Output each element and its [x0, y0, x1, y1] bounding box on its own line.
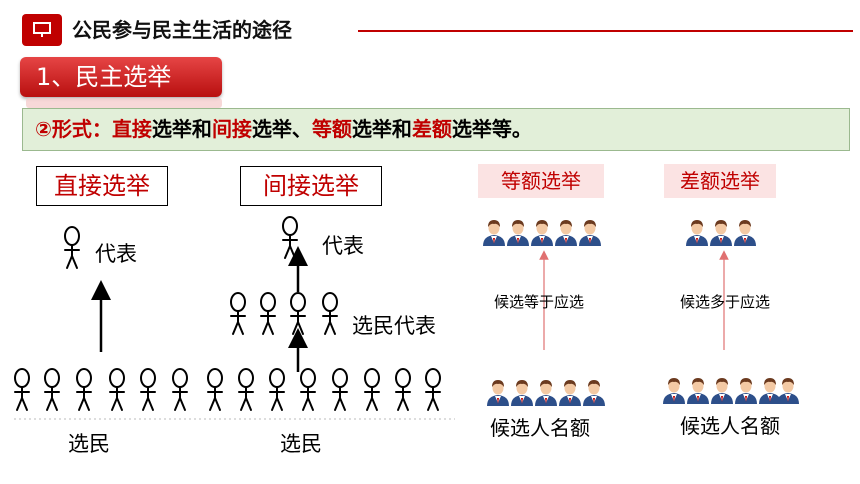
indirect-voters-label: 选民	[280, 432, 322, 456]
indirect-voters-row	[207, 368, 441, 411]
voter-representatives-row	[230, 292, 338, 335]
indirect-election-title: 间接选举	[240, 166, 382, 206]
indirect-representative-label: 代表	[322, 234, 364, 258]
page-title: 公民参与民主生活的途径	[72, 18, 292, 42]
candidates-diff	[663, 378, 799, 404]
direct-voters-label: 选民	[68, 432, 110, 456]
diff-election-title: 差额选举	[664, 164, 776, 198]
form-part: 选举等。	[451, 117, 532, 141]
form-part: 差额	[411, 117, 452, 141]
elected-people-equal	[483, 220, 601, 246]
title-underline	[358, 30, 853, 32]
equal-election-title: 等额选举	[478, 164, 604, 198]
form-part: 选举、	[251, 117, 312, 141]
form-part: 直接	[111, 117, 152, 141]
section-button[interactable]: 1、民主选举	[20, 57, 222, 97]
form-box: ②形式：直接选举和间接选举、等额选举和差额选举等。	[22, 108, 850, 151]
equal-rule-label: 候选等于应选	[494, 293, 585, 311]
voter-representatives-label: 选民代表	[352, 314, 436, 338]
form-text: ②形式：直接选举和间接选举、等额选举和差额选举等。	[35, 109, 532, 150]
representative-figure	[282, 216, 298, 259]
representative-figure	[64, 226, 80, 269]
section-shadow	[26, 98, 222, 108]
form-prefix: ②形式：	[35, 117, 112, 141]
diff-rule-label: 候选多于应选	[680, 293, 771, 311]
form-part: 选举和	[351, 117, 412, 141]
direct-representative-label: 代表	[95, 242, 137, 266]
direct-election-title: 直接选举	[36, 166, 168, 206]
diff-candidates-label: 候选人名额	[680, 414, 780, 438]
presentation-icon	[22, 14, 62, 46]
form-part: 等额	[311, 117, 352, 141]
form-part: 选举和	[151, 117, 212, 141]
elected-people-diff	[686, 220, 756, 246]
direct-voters-row	[14, 368, 188, 411]
equal-candidates-label: 候选人名额	[490, 416, 590, 440]
candidates-equal	[487, 380, 605, 406]
form-part: 间接	[211, 117, 252, 141]
section-label: 1、民主选举	[36, 63, 172, 91]
